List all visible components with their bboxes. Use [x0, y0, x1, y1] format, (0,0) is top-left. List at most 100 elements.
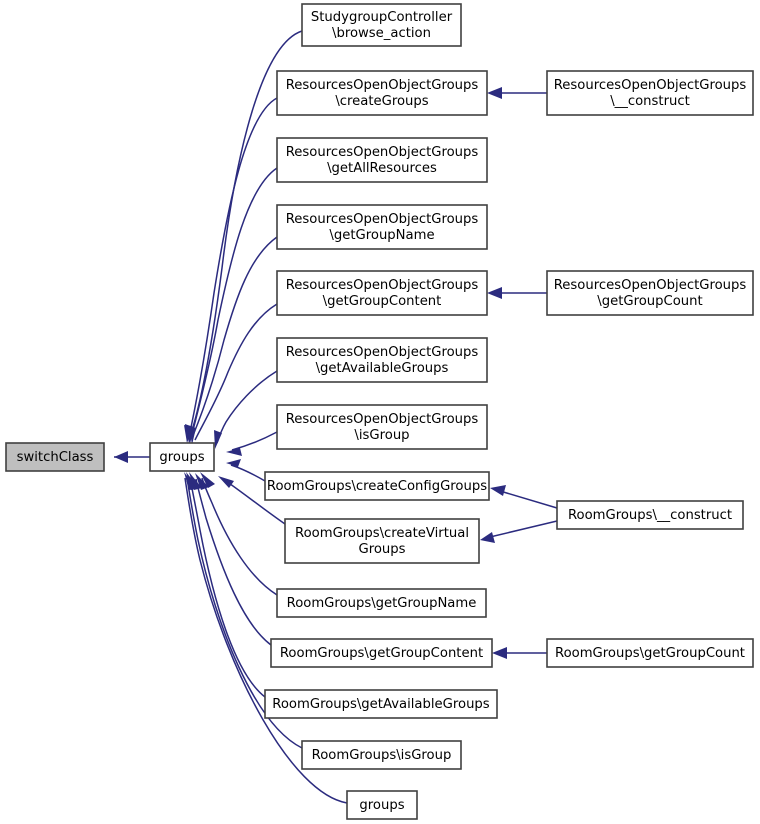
- node-box[interactable]: [276, 204, 488, 250]
- edge-roomgroups-getavailablegroups-to-groups-center: [189, 472, 266, 698]
- node-resourcesopenobjectgroups-getgroupcontent[interactable]: ResourcesOpenObjectGroups\getGroupConten…: [276, 270, 488, 316]
- node-box[interactable]: [284, 518, 480, 564]
- node-resourcesopenobjectgroups-isgroup[interactable]: ResourcesOpenObjectGroups\isGroup: [276, 404, 488, 450]
- node-roomgroups-getgroupcount[interactable]: RoomGroups\getGroupCount: [546, 638, 754, 668]
- node-box[interactable]: [301, 3, 462, 47]
- edge-line: [189, 30, 303, 438]
- node-label: switchClass: [17, 450, 94, 465]
- edge-line: [195, 478, 272, 646]
- edges-layer: [114, 30, 558, 804]
- node-label: \getAvailableGroups: [316, 361, 449, 376]
- node-roomgroups-createconfiggroups[interactable]: RoomGroups\createConfigGroups: [264, 471, 490, 501]
- node-label: \isGroup: [354, 428, 409, 443]
- edge-line: [499, 490, 558, 509]
- node-box[interactable]: [264, 471, 490, 501]
- node-label: RoomGroups\getAvailableGroups: [272, 697, 490, 712]
- node-resourcesopenobjectgroups-getgroupcount[interactable]: ResourcesOpenObjectGroups\getGroupCount: [546, 270, 754, 316]
- node-label: Groups: [358, 542, 405, 557]
- node-box[interactable]: [276, 70, 488, 116]
- node-box[interactable]: [546, 270, 754, 316]
- node-label: \getGroupContent: [323, 294, 442, 309]
- node-label: \browse_action: [332, 26, 431, 41]
- edge-line: [188, 97, 278, 438]
- edge-line: [191, 236, 278, 439]
- node-roomgroups-construct[interactable]: RoomGroups\__construct: [556, 500, 744, 530]
- node-resourcesopenobjectgroups-construct[interactable]: ResourcesOpenObjectGroups\__construct: [546, 70, 754, 116]
- node-roomgroups-isgroup[interactable]: RoomGroups\isGroup: [301, 740, 462, 770]
- edge-roomgroups-isgroup-to-groups-center: [186, 472, 303, 749]
- edge-line: [184, 477, 348, 804]
- arrowhead-icon: [487, 87, 502, 99]
- node-roomgroups-getgroupcontent[interactable]: RoomGroups\getGroupContent: [270, 638, 493, 668]
- node-box[interactable]: [556, 500, 744, 530]
- node-label: RoomGroups\getGroupName: [287, 596, 477, 611]
- arrowhead-icon: [114, 451, 128, 463]
- edge-line: [216, 370, 278, 444]
- node-label: RoomGroups\createVirtual: [295, 526, 469, 541]
- edge-resourcesopenobjectgroups-getgroupcount-to-resourcesopenobjectgroups-getgroupcontent: [487, 287, 547, 299]
- node-studygroupcontroller-browse-action[interactable]: StudygroupController\browse_action: [301, 3, 462, 47]
- edge-resourcesopenobjectgroups-construct-to-resourcesopenobjectgroups-creategroups: [487, 87, 547, 99]
- node-resourcesopenobjectgroups-creategroups[interactable]: ResourcesOpenObjectGroups\createGroups: [276, 70, 488, 116]
- arrowhead-icon: [214, 430, 222, 449]
- edge-resourcesopenobjectgroups-isgroup-to-groups-center: [226, 431, 278, 456]
- node-box[interactable]: [546, 70, 754, 116]
- node-label: RoomGroups\createConfigGroups: [267, 479, 487, 494]
- arrowhead-icon: [226, 448, 242, 456]
- node-label: ResourcesOpenObjectGroups: [554, 278, 747, 293]
- node-label: ResourcesOpenObjectGroups: [554, 78, 747, 93]
- node-label: ResourcesOpenObjectGroups: [286, 145, 479, 160]
- edge-line: [194, 303, 278, 441]
- node-label: RoomGroups\getGroupContent: [280, 646, 483, 661]
- node-label: \createGroups: [335, 94, 428, 109]
- edge-roomgroups-createvirtualgroups-to-groups-center: [218, 476, 286, 525]
- arrowhead-icon: [189, 472, 202, 490]
- node-groups-center[interactable]: groups: [149, 442, 215, 472]
- node-box[interactable]: [346, 790, 418, 820]
- node-box[interactable]: [264, 689, 498, 719]
- node-label: RoomGroups\isGroup: [312, 748, 452, 763]
- edge-resourcesopenobjectgroups-getavailablegroups-to-groups-center: [214, 370, 278, 449]
- edge-line: [190, 167, 278, 439]
- edge-line: [186, 477, 303, 749]
- node-box[interactable]: [276, 588, 487, 618]
- node-switchClass[interactable]: switchClass: [5, 442, 105, 472]
- node-box[interactable]: [276, 270, 488, 316]
- node-box[interactable]: [276, 404, 488, 450]
- edge-roomgroups-createconfiggroups-to-groups-center: [226, 459, 266, 482]
- node-label: \getAllResources: [327, 161, 437, 176]
- edge-roomgroups-construct-to-roomgroups-createvirtualgroups: [480, 520, 558, 543]
- node-resourcesopenobjectgroups-getallresources[interactable]: ResourcesOpenObjectGroups\getAllResource…: [276, 137, 488, 183]
- node-box[interactable]: [301, 740, 462, 770]
- node-label: ResourcesOpenObjectGroups: [286, 278, 479, 293]
- edge-resourcesopenobjectgroups-creategroups-to-groups-center: [184, 97, 278, 443]
- arrowhead-icon: [226, 459, 241, 467]
- node-resourcesopenobjectgroups-getgroupname[interactable]: ResourcesOpenObjectGroups\getGroupName: [276, 204, 488, 250]
- node-box[interactable]: [276, 137, 488, 183]
- node-resourcesopenobjectgroups-getavailablegroups[interactable]: ResourcesOpenObjectGroups\getAvailableGr…: [276, 337, 488, 383]
- node-box[interactable]: [546, 638, 754, 668]
- node-label: \getGroupName: [329, 228, 434, 243]
- node-roomgroups-getgroupname[interactable]: RoomGroups\getGroupName: [276, 588, 487, 618]
- node-box[interactable]: [270, 638, 493, 668]
- arrowhead-icon: [490, 485, 506, 496]
- node-roomgroups-getavailablegroups[interactable]: RoomGroups\getAvailableGroups: [264, 689, 498, 719]
- node-box[interactable]: [149, 442, 215, 472]
- node-groups-bottom[interactable]: groups: [346, 790, 418, 820]
- arrowhead-icon: [492, 647, 507, 659]
- arrowhead-icon: [487, 287, 502, 299]
- node-label: \getGroupCount: [597, 294, 702, 309]
- node-label: ResourcesOpenObjectGroups: [286, 412, 479, 427]
- arrowhead-icon: [184, 472, 197, 490]
- edge-roomgroups-getgroupcontent-to-groups-center: [195, 473, 272, 646]
- node-box[interactable]: [276, 337, 488, 383]
- node-label: RoomGroups\getGroupCount: [555, 646, 745, 661]
- node-label: ResourcesOpenObjectGroups: [286, 345, 479, 360]
- arrowhead-icon: [200, 472, 215, 488]
- node-box[interactable]: [5, 442, 105, 472]
- edge-line: [189, 477, 266, 698]
- arrowhead-icon: [186, 472, 199, 490]
